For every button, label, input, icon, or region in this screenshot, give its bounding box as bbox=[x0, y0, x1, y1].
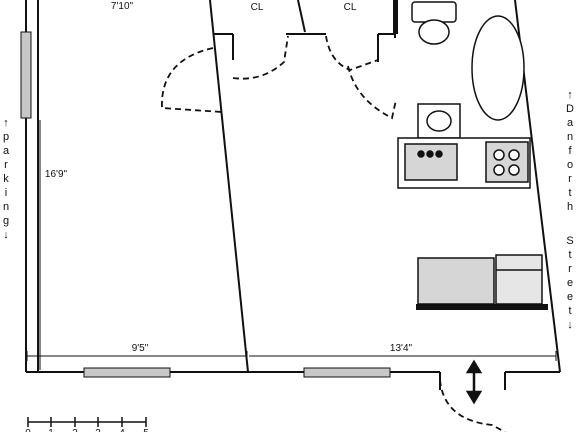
scale-labels: 0 1 2 3 4 5 bbox=[25, 428, 149, 432]
parking-char: ↓ bbox=[3, 229, 9, 241]
toilet-bowl bbox=[418, 19, 450, 45]
kitchen-counter bbox=[397, 137, 531, 189]
street-char: ↓ bbox=[567, 319, 573, 331]
bathtub bbox=[471, 15, 525, 121]
counter-lower bbox=[417, 257, 495, 305]
bath-wall-thick bbox=[393, 0, 398, 34]
street-annotation: S t r e e t ↓ bbox=[564, 234, 576, 332]
door-swing-closet-2 bbox=[325, 35, 379, 71]
danforth-char: f bbox=[568, 145, 572, 157]
danforth-char: t bbox=[568, 187, 572, 199]
door-swings bbox=[161, 35, 506, 432]
street-char: e bbox=[566, 277, 574, 289]
appliances bbox=[417, 254, 543, 305]
danforth-char: a bbox=[566, 117, 574, 129]
closet-right-label: CL bbox=[344, 2, 357, 13]
fridge bbox=[495, 254, 543, 305]
danforth-char: D bbox=[566, 103, 574, 115]
dim-top-width: 7'10" bbox=[111, 1, 134, 12]
scale-label-3: 3 bbox=[95, 428, 101, 432]
parking-annotation: ↑ p a r k i n g ↓ bbox=[0, 116, 12, 242]
parking-char: p bbox=[2, 131, 10, 143]
scale-label-0: 0 bbox=[25, 428, 31, 432]
wall-diagonal-partition bbox=[209, 0, 249, 373]
door-swing-front bbox=[439, 379, 506, 432]
parking-char: k bbox=[3, 173, 9, 185]
danforth-char: ↑ bbox=[567, 89, 573, 101]
burner-3 bbox=[493, 164, 505, 176]
door-swing-bath bbox=[347, 65, 397, 120]
dim-bottom-right: 13'4" bbox=[390, 343, 413, 354]
street-char: t bbox=[568, 305, 572, 317]
window-bottom-left bbox=[83, 367, 171, 378]
parking-char: r bbox=[4, 159, 8, 171]
parking-char: g bbox=[2, 215, 10, 227]
parking-char: n bbox=[2, 201, 10, 213]
street-char: e bbox=[566, 291, 574, 303]
danforth-char: r bbox=[568, 173, 572, 185]
scale-label-2: 2 bbox=[72, 428, 78, 432]
stove bbox=[485, 141, 529, 183]
scale-label-4: 4 bbox=[119, 428, 125, 432]
entry-arrow bbox=[465, 359, 483, 405]
dimension-lines bbox=[26, 120, 557, 370]
burner-2 bbox=[508, 149, 520, 161]
door-swing-closet-1 bbox=[232, 35, 289, 80]
toilet-tank bbox=[411, 1, 457, 23]
danforth-annotation: ↑ D a n f o r t h bbox=[564, 88, 576, 214]
sink-drain-3 bbox=[435, 150, 443, 158]
bathroom-fixtures bbox=[411, 1, 525, 139]
danforth-char: h bbox=[566, 201, 574, 213]
scale-bar bbox=[27, 417, 147, 427]
parking-char: a bbox=[2, 145, 10, 157]
street-char: r bbox=[568, 263, 572, 275]
wall-closet-divider bbox=[297, 0, 306, 33]
sink-drain-2 bbox=[426, 150, 434, 158]
scale-label-1: 1 bbox=[48, 428, 54, 432]
sink-drain-1 bbox=[417, 150, 425, 158]
dim-bottom-left: 9'5" bbox=[132, 343, 149, 354]
kitchen-sink bbox=[404, 143, 458, 181]
entry-arrow-up bbox=[465, 359, 483, 374]
bath-sink-basin bbox=[426, 110, 452, 132]
street-char: S bbox=[566, 235, 574, 247]
scale-label-5: 5 bbox=[143, 428, 149, 432]
entry-arrow-down bbox=[465, 390, 483, 405]
door-swing-entry-left bbox=[161, 47, 223, 113]
danforth-char: n bbox=[566, 131, 574, 143]
burner-1 bbox=[493, 149, 505, 161]
window-bottom-right bbox=[303, 367, 391, 378]
burner-4 bbox=[508, 164, 520, 176]
dim-left-height: 16'9" bbox=[45, 169, 68, 180]
danforth-char: o bbox=[566, 159, 574, 171]
parking-char: ↑ bbox=[3, 117, 9, 129]
parking-char: i bbox=[4, 187, 8, 199]
window-left bbox=[20, 31, 32, 119]
windows bbox=[20, 31, 391, 378]
street-char: t bbox=[568, 249, 572, 261]
appliance-base bbox=[416, 304, 548, 310]
closet-left-label: CL bbox=[251, 2, 264, 13]
